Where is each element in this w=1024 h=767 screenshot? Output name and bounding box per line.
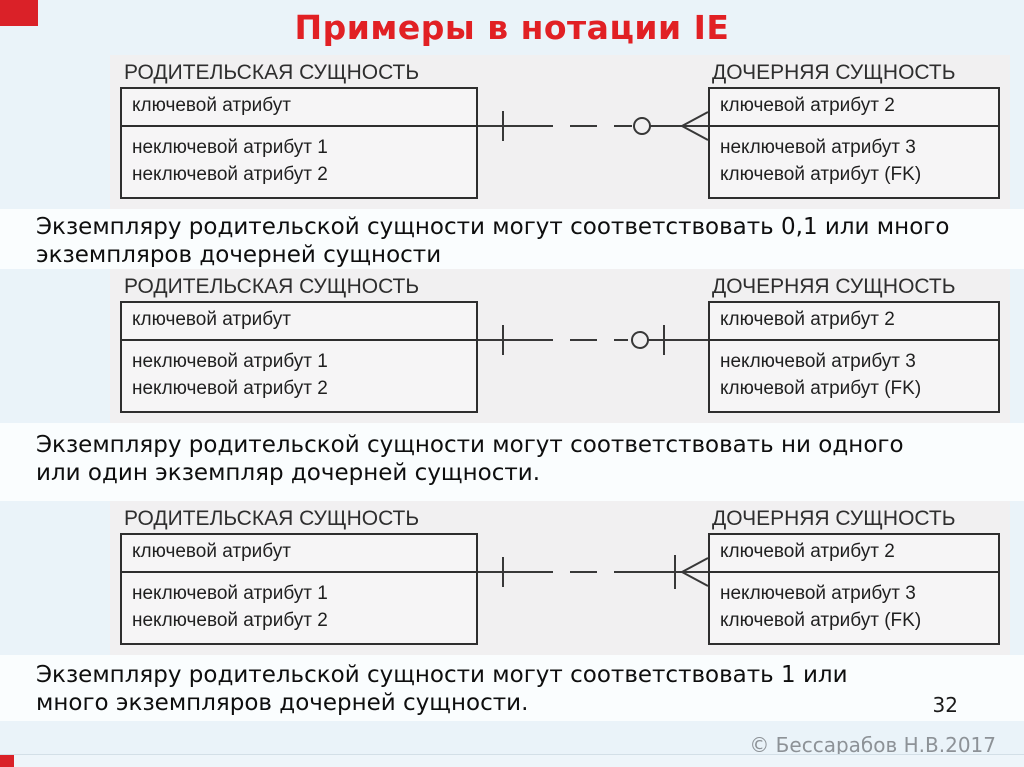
nonkey-attribute: неключевой атрибут 3 [720,137,916,158]
key-attribute: ключевой атрибут [132,309,291,330]
nonkey-attributes: неключевой атрибут 3 ключевой атрибут (F… [710,125,998,197]
nonkey-attributes: неключевой атрибут 1 неключевой атрибут … [122,339,476,411]
key-attribute: ключевой атрибут 2 [720,95,895,116]
caption-line: много экземпляров дочерней сущности. [36,690,529,716]
key-attribute: ключевой атрибут 2 [720,309,895,330]
relationship-connector-zero-one-many [478,61,708,201]
nonkey-attribute: неключевой атрибут 2 [132,164,328,185]
many-crowfoot-icon [681,111,708,141]
zero-circle-icon [633,117,651,135]
parent-entity-title: РОДИТЕЛЬСКАЯ СУЩНОСТЬ [124,61,420,84]
relationship-connector-one-or-many [478,507,708,647]
child-entity-title: ДОЧЕРНЯЯ СУЩНОСТЬ [712,507,956,530]
nonkey-attributes: неключевой атрибут 1 неключевой атрибут … [122,125,476,197]
foreign-key-attribute: ключевой атрибут (FK) [720,164,922,185]
bottom-edge-strip [0,754,1024,767]
slide-title: Примеры в нотации IE [294,8,730,47]
nonkey-attributes: неключевой атрибут 1 неключевой атрибут … [122,571,476,643]
slide-corner-accent-bottom [0,755,14,767]
parent-entity-box: ключевой атрибут неключевой атрибут 1 не… [120,301,478,413]
relationship-line-icon [478,111,708,141]
parent-entity: РОДИТЕЛЬСКАЯ СУЩНОСТЬ ключевой атрибут н… [120,507,478,645]
er-diagram-zero-one-many: РОДИТЕЛЬСКАЯ СУЩНОСТЬ ключевой атрибут н… [110,55,1010,209]
key-attribute: ключевой атрибут [132,541,291,562]
nonkey-attributes: неключевой атрибут 3 ключевой атрибут (F… [710,571,998,643]
nonkey-attribute: неключевой атрибут 1 [132,137,328,158]
parent-entity-title: РОДИТЕЛЬСКАЯ СУЩНОСТЬ [124,507,420,530]
caption-zero-or-one: Экземпляру родительской сущности могут с… [0,423,1024,501]
caption-one-or-many: Экземпляру родительской сущности могут с… [0,655,1024,721]
nonkey-attributes: неключевой атрибут 3 ключевой атрибут (F… [710,339,998,411]
child-entity-title: ДОЧЕРНЯЯ СУЩНОСТЬ [712,275,956,298]
foreign-key-attribute: ключевой атрибут (FK) [720,378,922,399]
relationship-connector-zero-or-one [478,275,708,415]
caption-line: или один экземпляр дочерней сущности. [36,460,541,486]
caption-zero-one-many: Экземпляру родительской сущности могут с… [0,209,1024,269]
relationship-line-icon [478,555,708,589]
child-entity: ДОЧЕРНЯЯ СУЩНОСТЬ ключевой атрибут 2 нек… [708,507,1000,645]
foreign-key-attribute: ключевой атрибут (FK) [720,610,922,631]
child-entity-box: ключевой атрибут 2 неключевой атрибут 3 … [708,87,1000,199]
er-diagram-zero-or-one: РОДИТЕЛЬСКАЯ СУЩНОСТЬ ключевой атрибут н… [110,269,1010,423]
nonkey-attribute: неключевой атрибут 1 [132,583,328,604]
parent-entity: РОДИТЕЛЬСКАЯ СУЩНОСТЬ ключевой атрибут н… [120,275,478,413]
nonkey-attribute: неключевой атрибут 2 [132,610,328,631]
child-entity: ДОЧЕРНЯЯ СУЩНОСТЬ ключевой атрибут 2 нек… [708,61,1000,199]
nonkey-attribute: неключевой атрибут 2 [132,378,328,399]
key-attribute: ключевой атрибут 2 [720,541,895,562]
caption-line: Экземпляру родительской сущности могут с… [36,432,904,458]
nonkey-attribute: неключевой атрибут 3 [720,351,916,372]
page-number: 32 [932,693,958,717]
er-diagram-one-or-many: РОДИТЕЛЬСКАЯ СУЩНОСТЬ ключевой атрибут н… [110,501,1010,655]
caption-line: Экземпляру родительской сущности могут с… [36,214,950,240]
slide-footer: © Бессарабов Н.В.2017 [0,721,1024,767]
relationship-line-icon [478,325,708,355]
copyright-text: © Бессарабов Н.В.2017 [749,733,996,757]
child-entity-box: ключевой атрибут 2 неключевой атрибут 3 … [708,533,1000,645]
slide-corner-accent-top [0,0,38,26]
caption-line: экземпляров дочерней сущности [36,242,442,268]
child-entity-box: ключевой атрибут 2 неключевой атрибут 3 … [708,301,1000,413]
parent-entity-box: ключевой атрибут неключевой атрибут 1 не… [120,533,478,645]
caption-line: Экземпляру родительской сущности могут с… [36,662,848,688]
many-crowfoot-icon [681,557,708,587]
parent-entity: РОДИТЕЛЬСКАЯ СУЩНОСТЬ ключевой атрибут н… [120,61,478,199]
parent-entity-title: РОДИТЕЛЬСКАЯ СУЩНОСТЬ [124,275,420,298]
slide-header: Примеры в нотации IE [0,0,1024,55]
parent-entity-box: ключевой атрибут неключевой атрибут 1 не… [120,87,478,199]
key-attribute: ключевой атрибут [132,95,291,116]
nonkey-attribute: неключевой атрибут 3 [720,583,916,604]
child-entity-title: ДОЧЕРНЯЯ СУЩНОСТЬ [712,61,956,84]
nonkey-attribute: неключевой атрибут 1 [132,351,328,372]
child-entity: ДОЧЕРНЯЯ СУЩНОСТЬ ключевой атрибут 2 нек… [708,275,1000,413]
zero-circle-icon [631,331,649,349]
